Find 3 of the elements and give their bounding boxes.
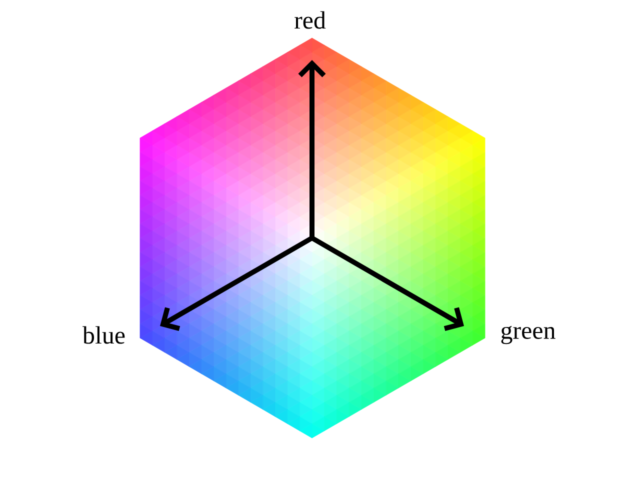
axis-label: green: [501, 326, 556, 344]
axis-label: blue: [82, 326, 125, 344]
axis-label: red: [294, 11, 326, 29]
